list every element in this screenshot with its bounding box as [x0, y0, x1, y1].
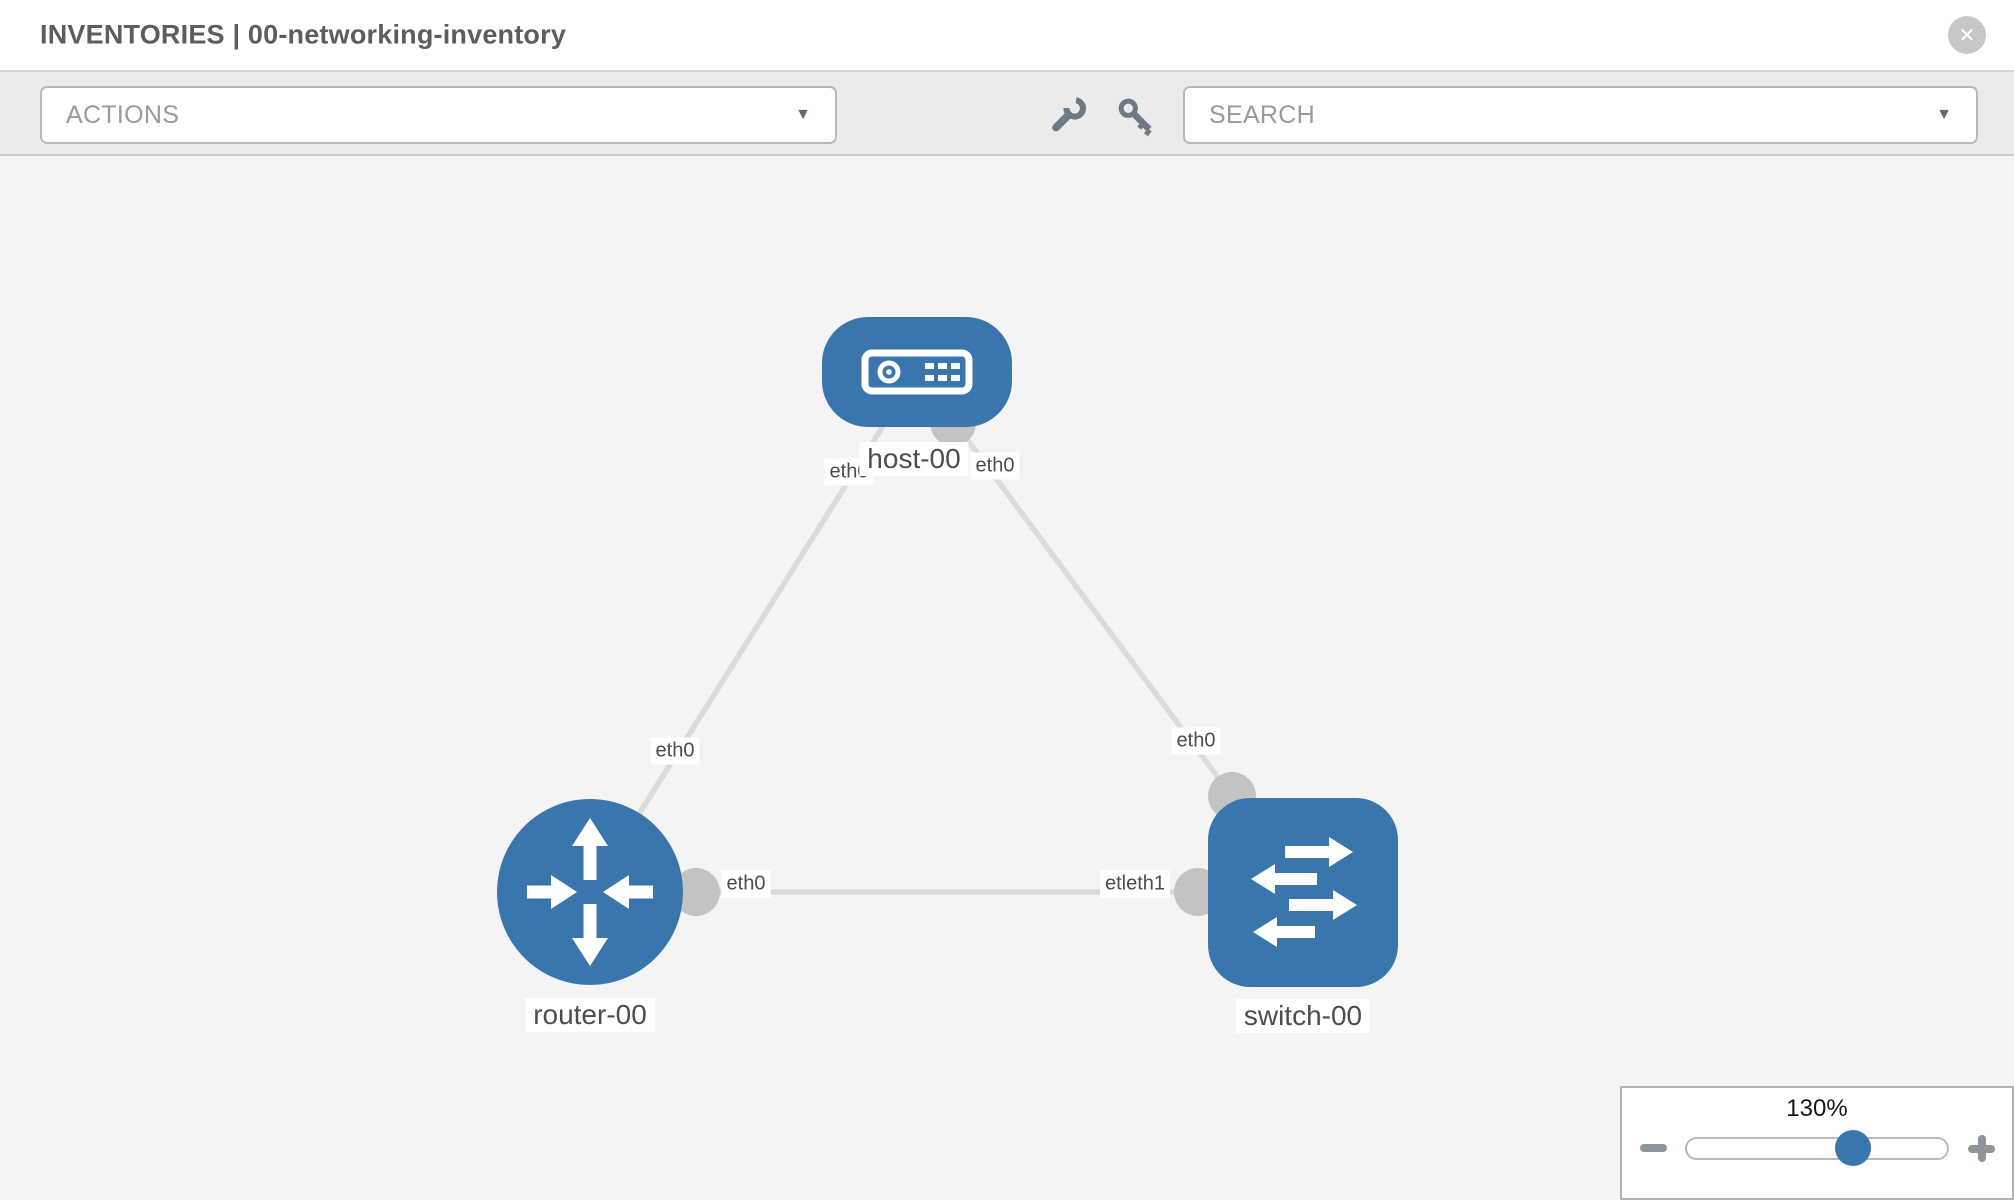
- actions-dropdown-label: ACTIONS: [66, 100, 180, 129]
- close-icon: ✕: [1958, 23, 1976, 47]
- node-label-switch: switch-00: [1235, 999, 1371, 1033]
- chevron-down-icon: ▼: [1936, 106, 1952, 123]
- link-label: etleth1: [1099, 870, 1171, 898]
- zoom-in-button[interactable]: [1965, 1132, 1997, 1164]
- zoom-slider-handle[interactable]: [1835, 1130, 1872, 1166]
- plus-icon: [1967, 1134, 1995, 1162]
- node-switch[interactable]: [1208, 798, 1398, 987]
- link-label: eth0: [1171, 727, 1221, 755]
- node-label-host: host-00: [859, 442, 969, 476]
- link-label: eth0: [970, 452, 1020, 480]
- search-dropdown[interactable]: SEARCH ▼: [1183, 86, 1978, 144]
- host-icon: [861, 349, 973, 395]
- key-button[interactable]: [1112, 92, 1160, 140]
- header: INVENTORIES | 00-networking-inventory ✕: [0, 0, 2014, 70]
- wrench-button[interactable]: [1043, 92, 1091, 140]
- wrench-icon: [1052, 97, 1086, 132]
- router-icon: [527, 818, 653, 966]
- topology-canvas[interactable]: eth0 eth0 eth0 eth0 eth0 etleth1 host-00…: [0, 156, 2014, 1200]
- actions-dropdown[interactable]: ACTIONS ▼: [40, 86, 837, 144]
- zoom-level-label: 130%: [1786, 1095, 1848, 1122]
- zoom-panel: 130%: [1620, 1086, 2014, 1200]
- node-router[interactable]: [497, 799, 683, 985]
- link-label: eth0: [721, 870, 771, 898]
- minus-icon: [1639, 1144, 1667, 1152]
- toolbar: ACTIONS ▼ SEARCH ▼: [0, 70, 2014, 156]
- zoom-out-button[interactable]: [1637, 1132, 1669, 1164]
- zoom-slider[interactable]: [1685, 1130, 1949, 1166]
- search-placeholder: SEARCH: [1209, 100, 1315, 129]
- key-icon: [1118, 98, 1152, 137]
- interface-dot-router-eth0[interactable]: [672, 868, 720, 916]
- node-host[interactable]: [822, 317, 1012, 427]
- chevron-down-icon: ▼: [795, 106, 811, 123]
- page-title: INVENTORIES | 00-networking-inventory: [40, 19, 567, 50]
- node-label-router: router-00: [525, 998, 655, 1032]
- close-button[interactable]: ✕: [1948, 16, 1986, 54]
- switch-icon: [1251, 837, 1357, 947]
- link-label: eth0: [650, 737, 700, 765]
